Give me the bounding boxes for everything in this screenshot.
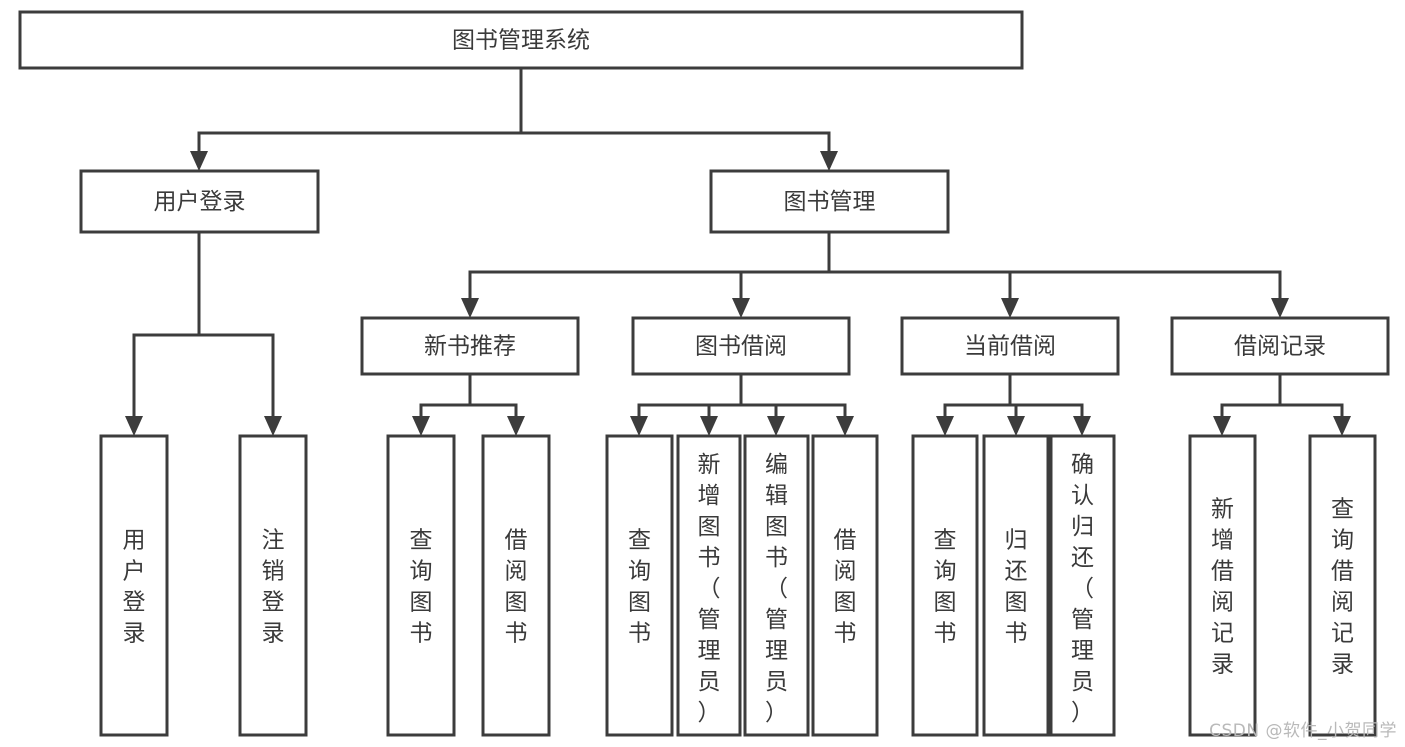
arrow-head-icon xyxy=(767,416,785,436)
connector-group xyxy=(936,372,1091,436)
nodes-layer: 图书管理系统用户登录图书管理新书推荐图书借阅当前借阅借阅记录用户登录注销登录查询… xyxy=(18,10,1390,737)
connector-group xyxy=(1213,372,1351,436)
node-book-borrow[interactable]: 图书借阅 xyxy=(631,316,851,376)
node-leaf-query-books-2[interactable]: 查询图书 xyxy=(605,434,674,737)
node-box-leaf-query-borrow-record[interactable] xyxy=(1308,434,1377,737)
node-root[interactable]: 图书管理系统 xyxy=(18,10,1024,70)
node-box-leaf-query-books-1[interactable] xyxy=(386,434,456,737)
node-label-leaf-query-books-2: 查询图书 xyxy=(628,528,651,647)
arrow-head-icon xyxy=(1073,416,1091,436)
node-leaf-query-books-3[interactable]: 查询图书 xyxy=(911,434,979,737)
node-label-leaf-query-books-1: 查询图书 xyxy=(410,528,433,647)
node-box-book-management[interactable] xyxy=(709,169,950,234)
node-label-leaf-return-book: 归还图书 xyxy=(1005,528,1028,647)
node-leaf-borrow-books-1[interactable]: 借阅图书 xyxy=(481,434,551,737)
node-leaf-borrow-books-2[interactable]: 借阅图书 xyxy=(811,434,879,737)
node-label-leaf-user-login: 用户登录 xyxy=(123,528,146,647)
node-current-borrow[interactable]: 当前借阅 xyxy=(900,316,1120,376)
node-box-current-borrow[interactable] xyxy=(900,316,1120,376)
arrow-head-icon xyxy=(1213,416,1231,436)
node-book-management[interactable]: 图书管理 xyxy=(709,169,950,234)
arrow-head-icon xyxy=(630,416,648,436)
arrow-head-icon xyxy=(936,416,954,436)
arrow-head-icon xyxy=(190,151,208,171)
connector-group xyxy=(125,230,282,436)
node-label-leaf-borrow-books-1: 借阅图书 xyxy=(505,528,528,647)
arrow-head-icon xyxy=(412,416,430,436)
arrow-head-icon xyxy=(1001,298,1019,318)
node-label-leaf-add-book: 新增图书（管理员） xyxy=(698,452,721,726)
connectors-layer xyxy=(125,66,1351,436)
node-label-book-borrow: 图书借阅 xyxy=(695,334,787,360)
arrow-head-icon xyxy=(461,298,479,318)
node-label-leaf-query-books-3: 查询图书 xyxy=(934,528,957,647)
node-box-leaf-return-book[interactable] xyxy=(982,434,1050,737)
connector-group xyxy=(630,372,854,436)
node-label-new-book-recommend: 新书推荐 xyxy=(424,334,516,360)
node-leaf-add-borrow-record[interactable]: 新增借阅记录 xyxy=(1188,434,1257,737)
node-user-login[interactable]: 用户登录 xyxy=(79,169,320,234)
connector-group xyxy=(461,230,1289,318)
watermark-text: CSDN @软件_小贺同学 xyxy=(1209,721,1397,741)
arrow-head-icon xyxy=(264,416,282,436)
node-leaf-user-logout[interactable]: 注销登录 xyxy=(238,434,308,737)
node-leaf-return-book[interactable]: 归还图书 xyxy=(982,434,1050,737)
arrow-head-icon xyxy=(507,416,525,436)
node-new-book-recommend[interactable]: 新书推荐 xyxy=(360,316,580,376)
arrow-head-icon xyxy=(732,298,750,318)
node-box-leaf-query-books-2[interactable] xyxy=(605,434,674,737)
node-label-leaf-query-borrow-record: 查询借阅记录 xyxy=(1331,497,1354,678)
node-leaf-user-login[interactable]: 用户登录 xyxy=(99,434,169,737)
node-box-new-book-recommend[interactable] xyxy=(360,316,580,376)
node-leaf-query-books-1[interactable]: 查询图书 xyxy=(386,434,456,737)
node-label-borrow-record: 借阅记录 xyxy=(1234,334,1326,360)
node-box-leaf-user-login[interactable] xyxy=(99,434,169,737)
node-label-leaf-confirm-return: 确认归还（管理员） xyxy=(1071,452,1094,726)
node-label-leaf-borrow-books-2: 借阅图书 xyxy=(834,528,857,647)
arrow-head-icon xyxy=(1007,416,1025,436)
connector-group xyxy=(412,372,525,436)
node-box-leaf-borrow-books-1[interactable] xyxy=(481,434,551,737)
node-label-book-management: 图书管理 xyxy=(784,189,876,215)
node-label-user-login: 用户登录 xyxy=(154,189,246,215)
node-label-leaf-user-logout: 注销登录 xyxy=(262,528,285,647)
node-leaf-add-book[interactable]: 新增图书（管理员） xyxy=(676,434,742,737)
arrow-head-icon xyxy=(836,416,854,436)
arrow-head-icon xyxy=(820,151,838,171)
node-borrow-record[interactable]: 借阅记录 xyxy=(1170,316,1390,376)
node-label-current-borrow: 当前借阅 xyxy=(964,334,1056,360)
arrow-head-icon xyxy=(1333,416,1351,436)
node-label-root: 图书管理系统 xyxy=(452,28,590,54)
node-box-leaf-borrow-books-2[interactable] xyxy=(811,434,879,737)
node-box-leaf-add-book[interactable] xyxy=(676,434,742,737)
arrow-head-icon xyxy=(700,416,718,436)
node-label-leaf-edit-book: 编辑图书（管理员） xyxy=(765,452,788,726)
node-box-book-borrow[interactable] xyxy=(631,316,851,376)
node-box-leaf-query-books-3[interactable] xyxy=(911,434,979,737)
node-box-leaf-user-logout[interactable] xyxy=(238,434,308,737)
connector-group xyxy=(190,66,838,171)
node-box-user-login[interactable] xyxy=(79,169,320,234)
node-label-leaf-add-borrow-record: 新增借阅记录 xyxy=(1211,497,1234,678)
node-leaf-query-borrow-record[interactable]: 查询借阅记录 xyxy=(1308,434,1377,737)
node-box-leaf-confirm-return[interactable] xyxy=(1049,434,1116,737)
node-leaf-confirm-return[interactable]: 确认归还（管理员） xyxy=(1049,434,1116,737)
arrow-head-icon xyxy=(1271,298,1289,318)
arrow-head-icon xyxy=(125,416,143,436)
node-box-borrow-record[interactable] xyxy=(1170,316,1390,376)
node-box-leaf-edit-book[interactable] xyxy=(743,434,810,737)
node-box-leaf-add-borrow-record[interactable] xyxy=(1188,434,1257,737)
node-box-root[interactable] xyxy=(18,10,1024,70)
node-leaf-edit-book[interactable]: 编辑图书（管理员） xyxy=(743,434,810,737)
